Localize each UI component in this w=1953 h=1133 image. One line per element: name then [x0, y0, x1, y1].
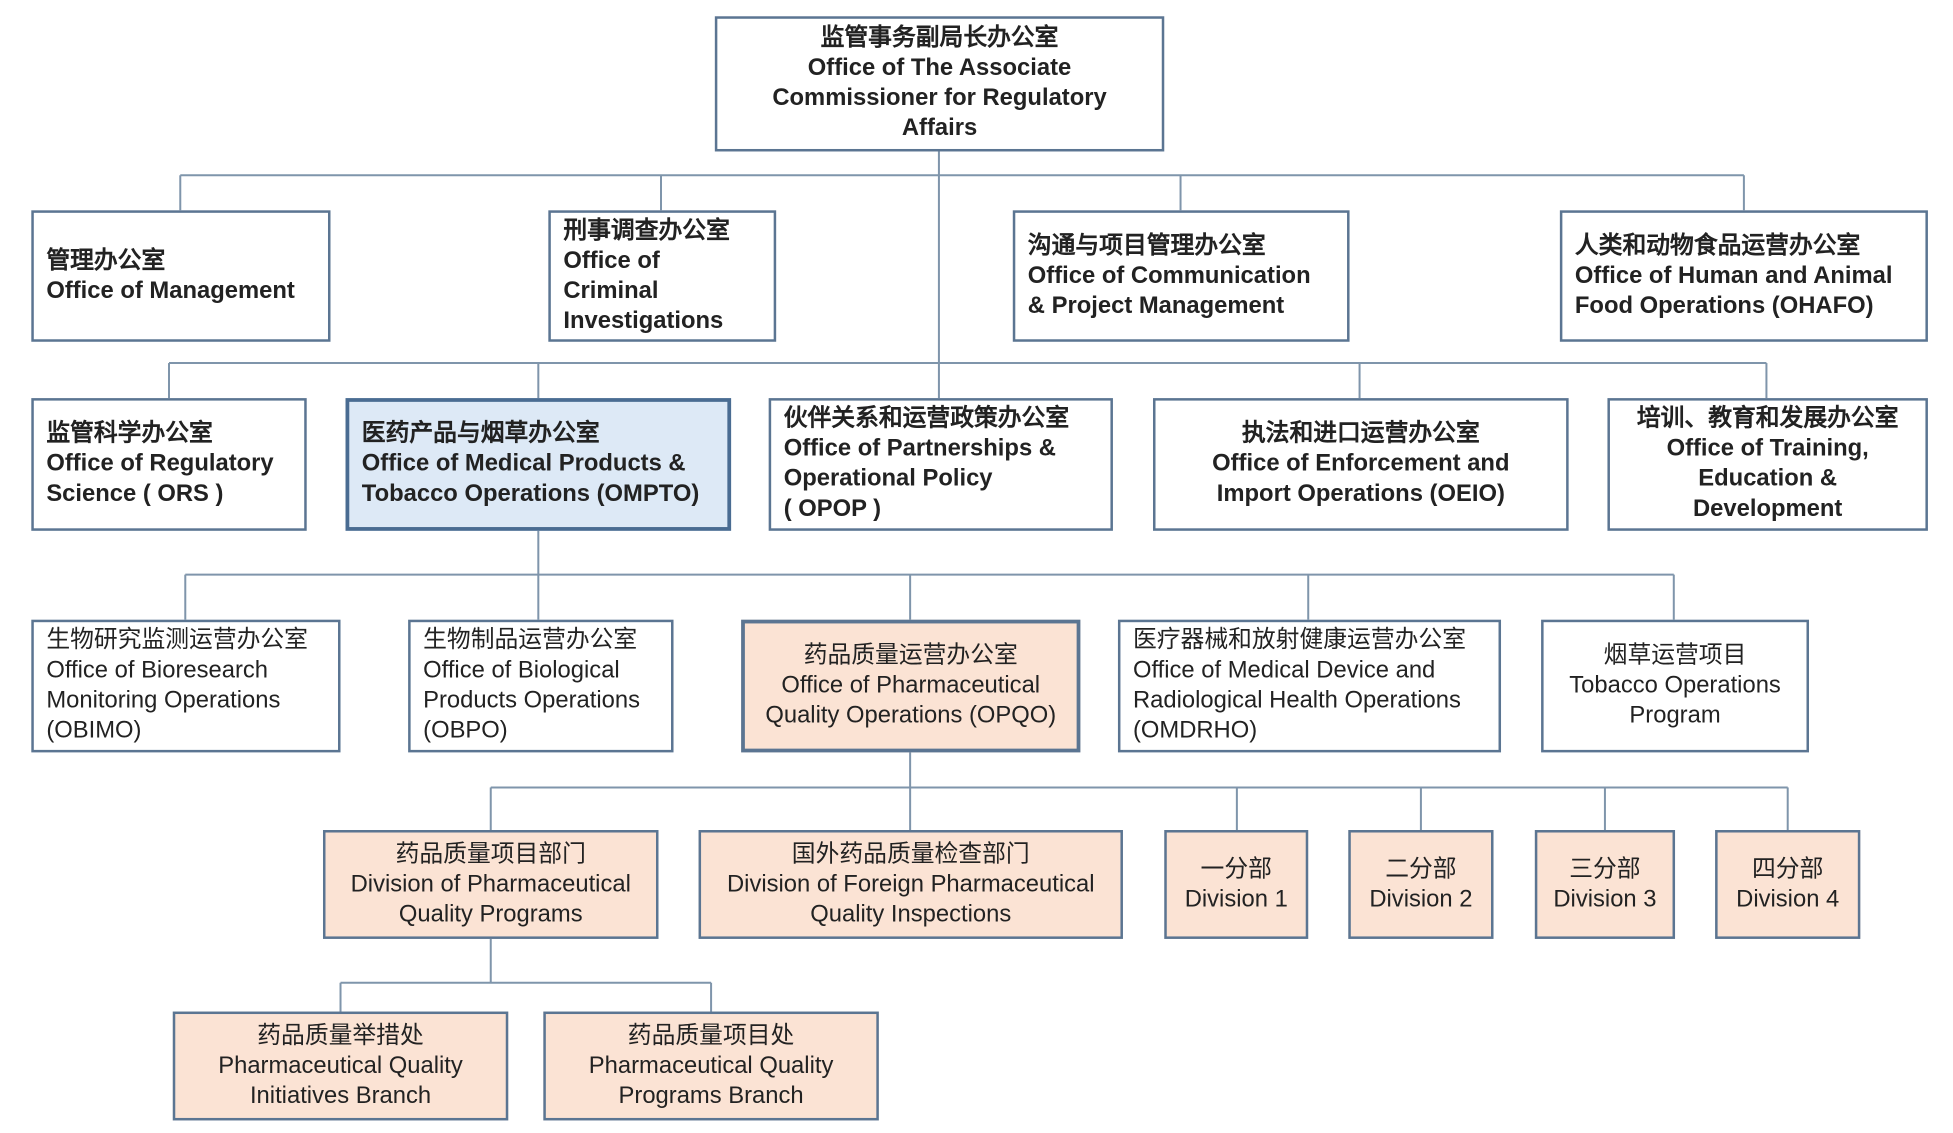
node-label-zh: 四分部: [1752, 855, 1824, 882]
node-oeio: 执法和进口运营办公室 Office of Enforcement and Imp…: [1152, 398, 1569, 531]
node-division-2: 二分部 Division 2: [1348, 830, 1494, 939]
node-label-en: Office of Bioresearch Monitoring Operati…: [46, 657, 281, 744]
node-ohafo: 人类和动物食品运营办公室 Office of Human and Animal …: [1559, 210, 1928, 342]
node-label-en: Office of Criminal Investigations: [563, 247, 724, 334]
node-label-en: Division of Foreign Pharmaceutical Quali…: [726, 870, 1095, 928]
node-label-en: Pharmaceutical Quality Initiatives Branc…: [218, 1052, 463, 1109]
node-label-en: Office of Partnerships & Operational Pol…: [783, 435, 1056, 523]
node-obpo: 生物制品运营办公室 Office of Biological Products …: [408, 619, 674, 753]
node-label-en: Division 4: [1736, 885, 1840, 913]
node-obimo: 生物研究监测运营办公室 Office of Bioresearch Monito…: [31, 619, 341, 753]
node-label-en: Pharmaceutical Quality Programs Branch: [588, 1052, 834, 1109]
node-label-en: Office of Communication & Project Manage…: [1027, 262, 1311, 319]
node-label-zh: 沟通与项目管理办公室: [1027, 232, 1266, 259]
node-label-zh: 三分部: [1569, 855, 1641, 882]
node-label-en: Office of Biological Products Operations…: [423, 657, 640, 744]
node-label-zh: 生物制品运营办公室: [423, 627, 638, 654]
node-label-zh: 药品质量举措处: [257, 1022, 424, 1049]
node-label-en: Office of The Associate Commissioner for…: [772, 55, 1107, 142]
node-label-zh: 医疗器械和放射健康运营办公室: [1132, 627, 1466, 654]
node-division-foreign-pharmaceutical-quality-inspections: 国外药品质量检查部门 Division of Foreign Pharmaceu…: [698, 830, 1123, 939]
node-office-of-criminal-investigations: 刑事调查办公室 Office of Criminal Investigation…: [548, 210, 777, 342]
node-label-en: Office of Management: [46, 277, 295, 304]
node-pharmaceutical-quality-programs-branch: 药品质量项目处 Pharmaceutical Quality Programs …: [543, 1011, 879, 1121]
node-label-zh: 药品质量运营办公室: [803, 642, 1018, 669]
node-label-zh: 监管事务副局长办公室: [820, 25, 1059, 52]
node-label-zh: 烟草运营项目: [1603, 642, 1747, 669]
node-label-en: Office of Medical Device and Radiologica…: [1132, 657, 1461, 744]
node-division-pharmaceutical-quality-programs: 药品质量项目部门 Division of Pharmaceutical Qual…: [322, 830, 659, 939]
node-division-3: 三分部 Division 3: [1534, 830, 1676, 939]
node-label-zh: 执法和进口运营办公室: [1241, 420, 1480, 447]
node-label-en: Office of Training, Education & Developm…: [1666, 435, 1869, 523]
node-label-en: Division 3: [1553, 885, 1657, 913]
node-label-zh: 监管科学办公室: [46, 420, 213, 447]
node-label-zh: 刑事调查办公室: [563, 217, 730, 244]
node-omdrho: 医疗器械和放射健康运营办公室 Office of Medical Device …: [1117, 619, 1502, 753]
node-label-en: Office of Pharmaceutical Quality Operati…: [765, 672, 1057, 729]
node-root: 监管事务副局长办公室 Office of The Associate Commi…: [714, 16, 1165, 152]
node-ompto: 医药产品与烟草办公室 Office of Medical Products & …: [345, 398, 732, 531]
node-label-zh: 医药产品与烟草办公室: [361, 420, 600, 447]
node-label-en: Division 2: [1369, 885, 1473, 913]
node-label-zh: 二分部: [1385, 855, 1457, 882]
node-label-en: Office of Regulatory Science ( ORS ): [46, 450, 274, 508]
node-label-en: Office of Enforcement and Import Operati…: [1212, 450, 1510, 508]
node-ors: 监管科学办公室 Office of Regulatory Science ( O…: [31, 398, 307, 531]
node-office-of-communication: 沟通与项目管理办公室 Office of Communication & Pro…: [1012, 210, 1350, 342]
node-label-en: Office of Human and Animal Food Operatio…: [1574, 262, 1893, 319]
node-division-4: 四分部 Division 4: [1715, 830, 1861, 939]
node-label-zh: 一分部: [1200, 855, 1272, 882]
node-label-zh: 人类和动物食品运营办公室: [1574, 232, 1861, 259]
node-opqo: 药品质量运营办公室 Office of Pharmaceutical Quali…: [741, 619, 1081, 753]
node-tobacco-operations-program: 烟草运营项目 Tobacco Operations Program: [1541, 619, 1809, 753]
node-label-zh: 国外药品质量检查部门: [791, 840, 1030, 867]
node-label-zh: 培训、教育和发展办公室: [1636, 405, 1899, 432]
node-label-en: Office of Medical Products & Tobacco Ope…: [361, 450, 700, 508]
node-label-en: Tobacco Operations Program: [1569, 672, 1781, 729]
node-office-of-management: 管理办公室 Office of Management: [31, 210, 331, 342]
node-label-en: Division of Pharmaceutical Quality Progr…: [350, 870, 631, 928]
node-label-zh: 管理办公室: [46, 247, 166, 274]
node-label-zh: 生物研究监测运营办公室: [46, 627, 308, 654]
node-label-zh: 药品质量项目部门: [395, 840, 586, 867]
node-opop: 伙伴关系和运营政策办公室 Office of Partnerships & Op…: [768, 398, 1113, 531]
node-training-education-development: 培训、教育和发展办公室 Office of Training, Educatio…: [1607, 398, 1928, 531]
node-label-zh: 伙伴关系和运营政策办公室: [783, 405, 1070, 432]
node-pharmaceutical-quality-initiatives-branch: 药品质量举措处 Pharmaceutical Quality Initiativ…: [172, 1011, 509, 1121]
node-label-en: Division 1: [1184, 885, 1288, 913]
node-division-1: 一分部 Division 1: [1164, 830, 1309, 939]
node-label-zh: 药品质量项目处: [627, 1022, 795, 1049]
